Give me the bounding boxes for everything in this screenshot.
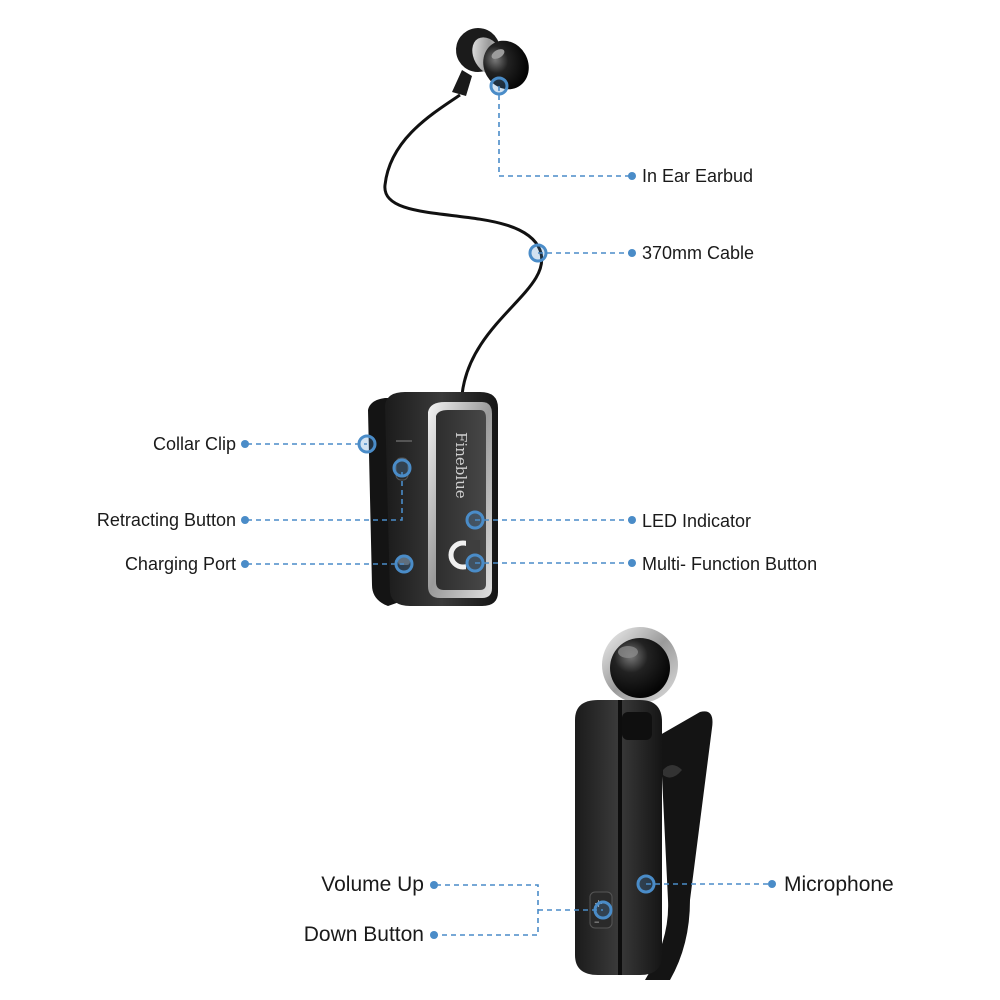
brand-logo: Fineblue (452, 432, 470, 499)
label-led-indicator: LED Indicator (642, 511, 752, 531)
label-multi-function-button: Multi- Function Button (642, 554, 818, 574)
label-microphone: Microphone (784, 873, 894, 896)
label-in-ear-earbud: In Ear Earbud (642, 166, 754, 186)
label-volume-up: Volume Up (321, 873, 424, 896)
label-collar-clip: Collar Clip (152, 434, 236, 454)
minus-symbol: – (594, 915, 600, 928)
cable (383, 93, 544, 396)
headset-body-front (368, 392, 498, 606)
callout-leaders (241, 76, 776, 939)
headset-body-side: + – (575, 627, 713, 980)
label-down-button: Down Button (303, 923, 424, 946)
earbud (452, 27, 529, 96)
label-charging-port: Charging Port (124, 554, 236, 574)
label-cable: 370mm Cable (642, 243, 755, 263)
label-retracting-button: Retracting Button (96, 510, 236, 530)
